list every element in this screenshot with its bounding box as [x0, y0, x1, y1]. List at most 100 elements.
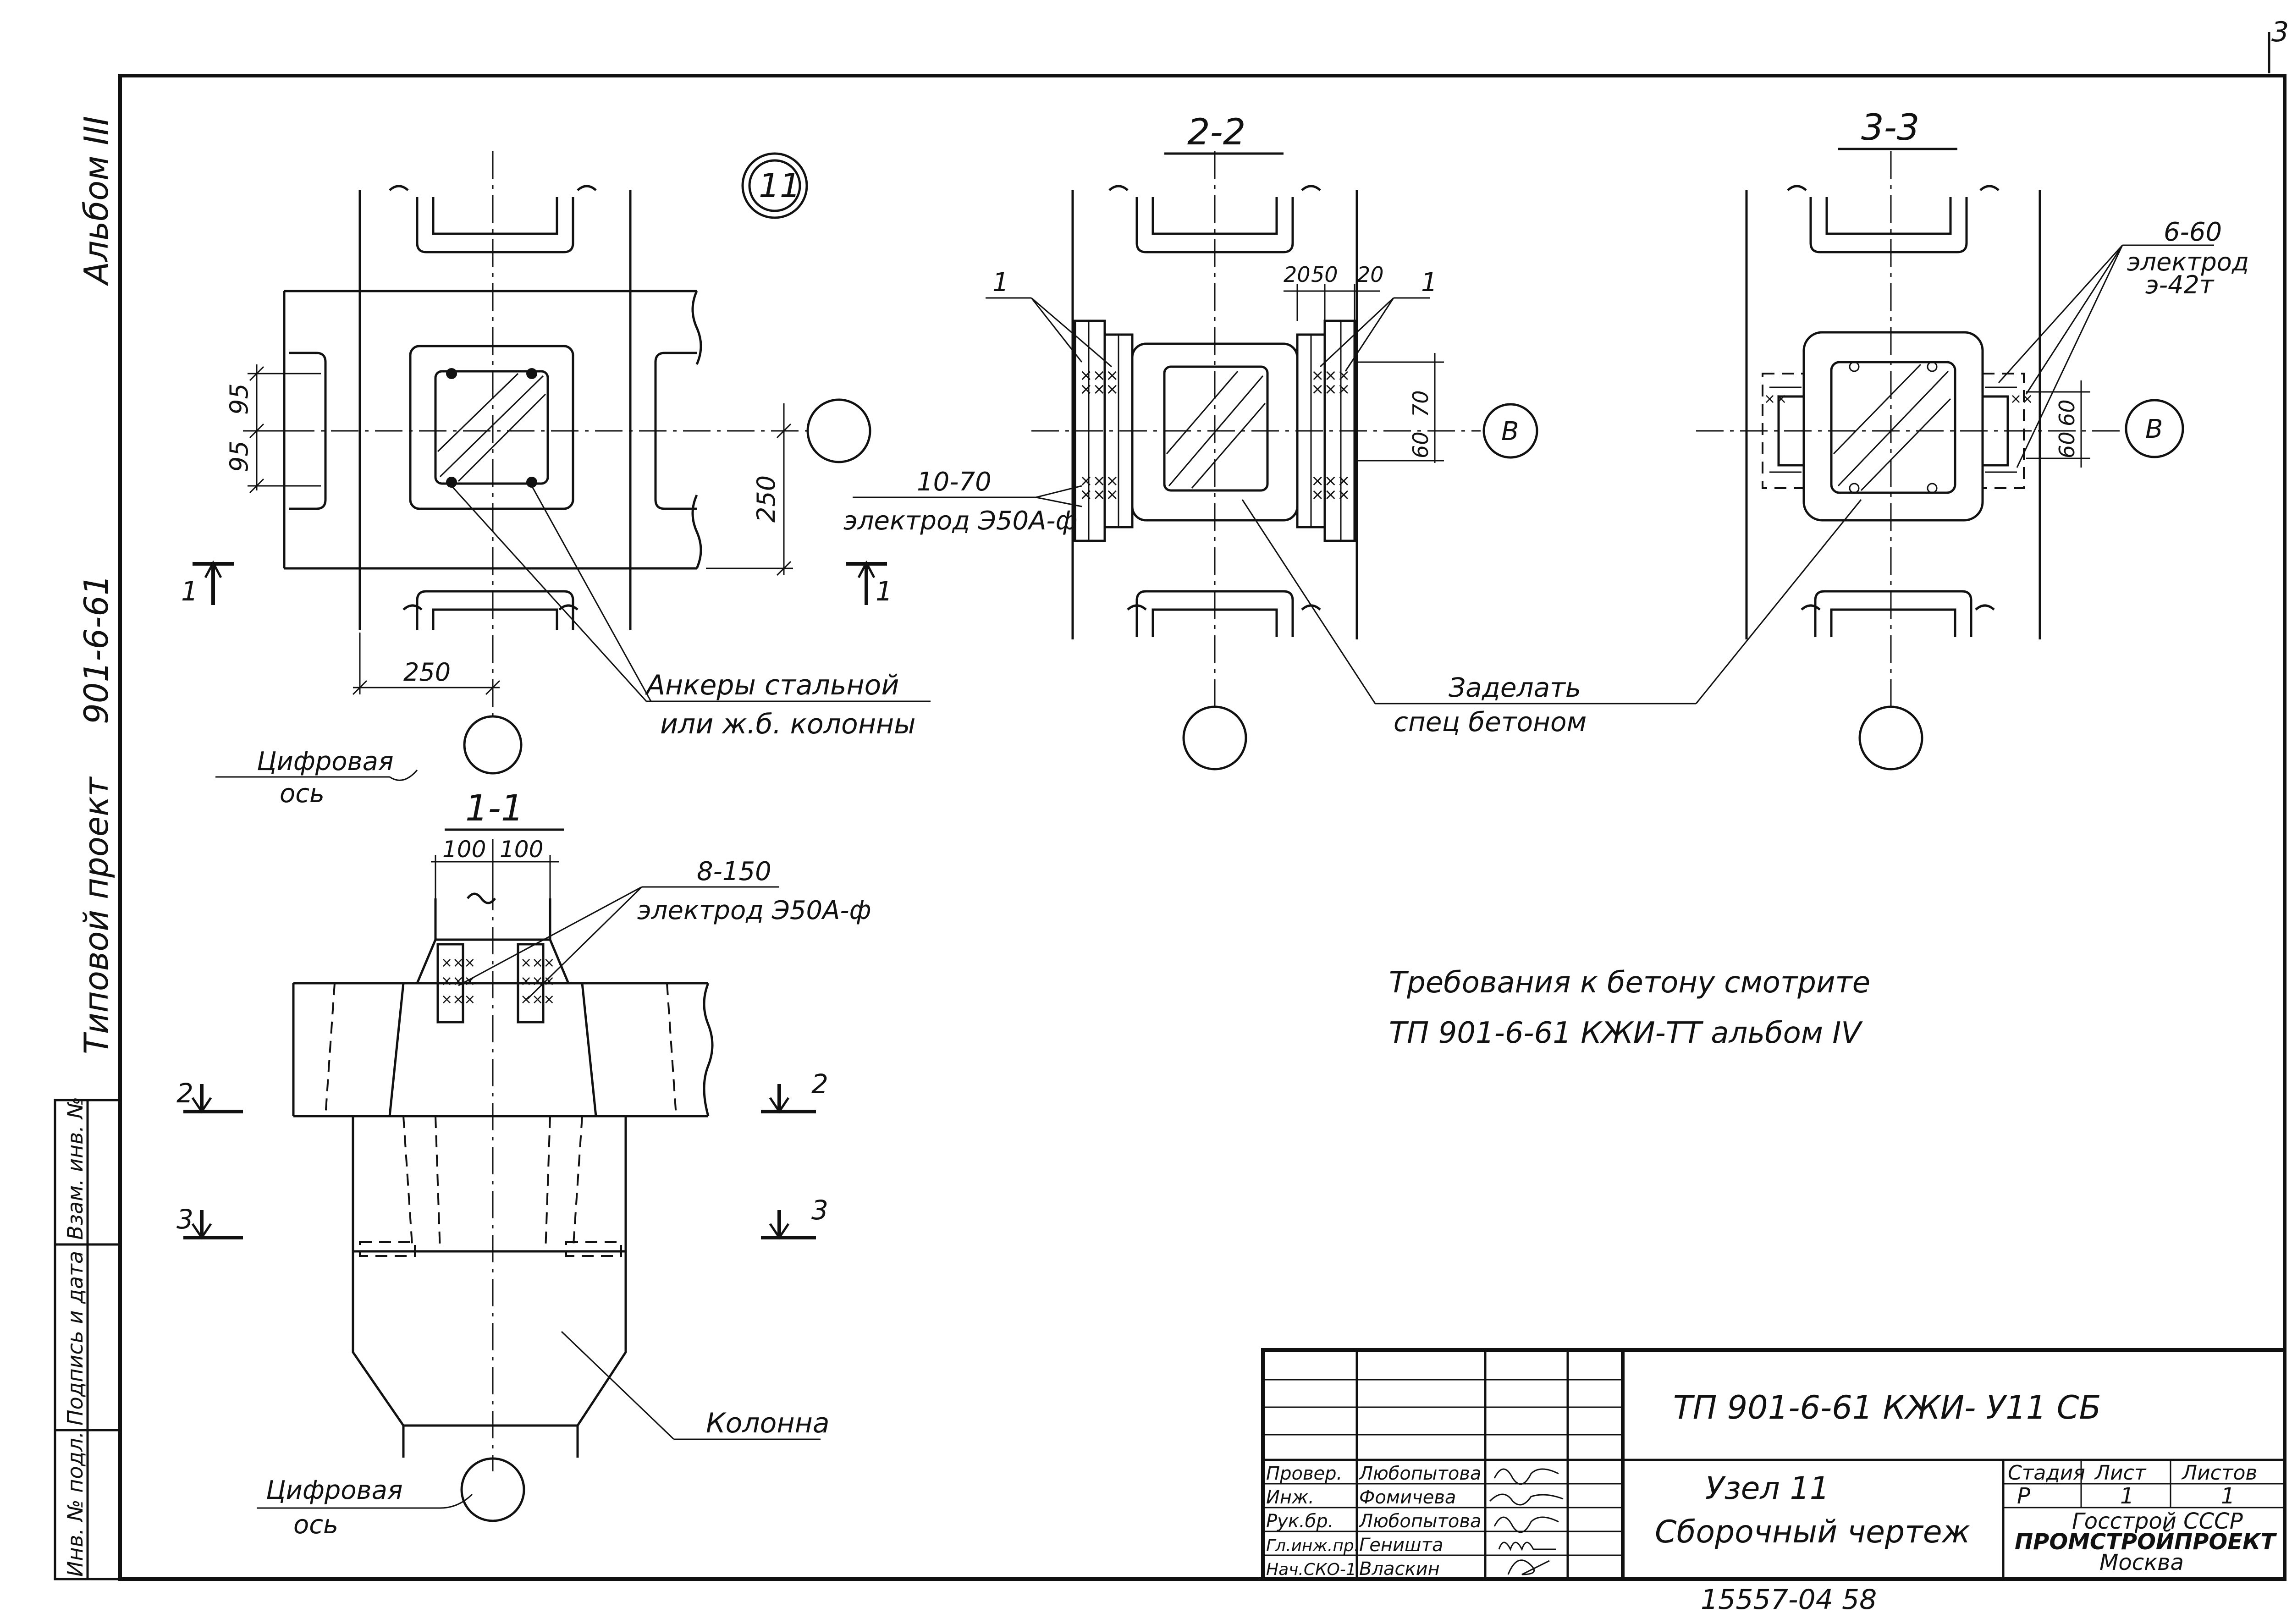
- s22-leader-1b: 1: [1421, 268, 1438, 297]
- tb-name-2: Любопытова: [1358, 1511, 1481, 1532]
- section-3-3: 3-3 ×× ×× В: [1696, 107, 2249, 771]
- s33-weld-6-60: 6-60: [2164, 217, 2222, 247]
- tb-name-3: Геништа: [1359, 1535, 1443, 1556]
- tb-org-1: Госстрой СССР: [2072, 1508, 2243, 1534]
- s11-cut3-left: 3: [176, 1204, 193, 1235]
- tb-name-4: Власкин: [1359, 1558, 1440, 1580]
- anchors-label-2: или ж.б. колонны: [660, 708, 916, 740]
- s22-axis-b: В: [1501, 417, 1519, 446]
- tb-role-1: Инж.: [1266, 1487, 1314, 1508]
- s11-cut2-right: 2: [811, 1068, 828, 1100]
- s22-dim-50: 50: [1311, 262, 1338, 287]
- tb-title-1: Узел 11: [1705, 1470, 1829, 1507]
- s22-dim-70: 70: [1408, 390, 1433, 417]
- tb-role-4: Нач.СКО-1: [1266, 1560, 1356, 1579]
- tb-title-2: Сборочный чертеж: [1655, 1514, 1970, 1550]
- s33-electrode-label: электрод: [2127, 248, 2249, 276]
- plan-cut-right: 1: [876, 576, 893, 607]
- fill-concrete-label-1: Заделать: [1449, 672, 1581, 703]
- tb-signatures: [1489, 1468, 1564, 1575]
- s22-dim-60: 60: [1408, 431, 1433, 458]
- side-labels: Альбом III 901-6-61 Типовой проект: [77, 116, 116, 1054]
- plan-dim-250-v: 250: [752, 475, 781, 523]
- s33-dim-60a: 60: [2055, 399, 2079, 426]
- project-kind-side: Типовой проект: [77, 776, 116, 1054]
- s11-electrode: электрод Э50А-ф: [637, 896, 871, 925]
- tb-name-0: Любопытова: [1358, 1463, 1481, 1484]
- svg-text:×××: ×××: [520, 955, 555, 971]
- tb-role-0: Провер.: [1266, 1463, 1342, 1484]
- tb-org-2: ПРОМСТРОЙПРОЕКТ: [2015, 1529, 2277, 1555]
- s33-axis-b: В: [2145, 414, 2163, 444]
- s11-dim-100a: 100: [442, 836, 486, 863]
- tb-role-2: Рук.бр.: [1266, 1511, 1333, 1532]
- svg-text:×××: ×××: [520, 991, 555, 1007]
- tb-sheet: 1: [2120, 1483, 2134, 1509]
- svg-text:×××: ×××: [441, 973, 475, 989]
- svg-text:×××: ×××: [1311, 472, 1350, 490]
- project-code-side: 901-6-61: [77, 574, 116, 724]
- tb-sheet-h: Лист: [2094, 1461, 2147, 1485]
- fill-concrete-label-2: спец бетоном: [1394, 706, 1587, 738]
- s11-dim-100b: 100: [500, 836, 543, 863]
- s11-cut2-left: 2: [176, 1078, 193, 1109]
- tb-sheets-h: Листов: [2181, 1461, 2257, 1485]
- sheet-frame: [118, 74, 2286, 1581]
- s11-cut3-right: 3: [811, 1195, 828, 1226]
- tb-org-3: Москва: [2099, 1550, 2184, 1575]
- s11-axis-label-2: ось: [293, 1510, 338, 1540]
- section-2-2: 2-2 ××× ××× ××× ××× ××× ××× ××× ×××: [843, 112, 1862, 771]
- svg-text:×××: ×××: [520, 973, 555, 989]
- tb-sheets: 1: [2221, 1483, 2235, 1509]
- s22-dim-20b: 20: [1357, 262, 1384, 287]
- plan-cut-left: 1: [181, 576, 198, 607]
- section-2-2-title: 2-2: [1187, 112, 1245, 153]
- s11-axis-label-1: Цифровая: [266, 1475, 403, 1505]
- svg-text:×××: ×××: [441, 955, 475, 971]
- strip-sign-date: Подпись и дата: [63, 1251, 88, 1426]
- tb-stage: Р: [2017, 1483, 2030, 1509]
- s22-leader-1a: 1: [992, 268, 1009, 297]
- title-block: ТП 901-6-61 КЖИ- У11 СБ Узел 11 Сборочны…: [1261, 1348, 2286, 1581]
- svg-text:×××: ×××: [1080, 472, 1118, 490]
- tb-doc-code: ТП 901-6-61 КЖИ- У11 СБ: [1673, 1389, 2101, 1426]
- bottom-archive-number: 15557-04 58: [1701, 1584, 1877, 1616]
- strip-inv-podl: Инв. № подл.: [63, 1431, 88, 1577]
- anchors-label-1: Анкеры стальной: [645, 669, 899, 701]
- section-3-3-title: 3-3: [1861, 107, 1919, 149]
- svg-text:×××: ×××: [1311, 380, 1350, 398]
- plan-dim-95-bot: 95: [225, 440, 253, 472]
- album-label: Альбом III: [77, 116, 116, 286]
- svg-text:×××: ×××: [1080, 485, 1118, 504]
- s22-weld-10-70: 10-70: [917, 467, 992, 497]
- left-stamp-strip: Инв. № подл. Подпись и дата Взам. инв. №: [54, 1097, 121, 1580]
- tb-stage-h: Стадия: [2008, 1461, 2085, 1485]
- plan-axis-label-2: ось: [280, 779, 325, 809]
- strip-vzam-inv: Взам. инв. №: [63, 1097, 88, 1240]
- svg-text:11: 11: [759, 166, 801, 205]
- svg-text:×××: ×××: [1311, 366, 1350, 385]
- column-label: Колонна: [706, 1407, 830, 1439]
- s33-electrode-type: э-42т: [2145, 270, 2215, 299]
- svg-text:×××: ×××: [1311, 485, 1350, 504]
- svg-text:×××: ×××: [441, 991, 475, 1007]
- svg-text:×××: ×××: [1080, 366, 1118, 385]
- node-number-circle: 11: [741, 152, 808, 219]
- margin-page-number: 3: [2271, 16, 2289, 48]
- s33-dim-60b: 60: [2055, 431, 2079, 458]
- note-line-2: ТП 901-6-61 КЖИ-ТТ альбом IV: [1389, 1016, 1863, 1050]
- svg-text:××: ××: [1764, 391, 1787, 407]
- plan-dim-95-top: 95: [225, 383, 253, 415]
- plan-view: 95 95 250 250 1 1 Анкеры стальной или ж.…: [181, 151, 931, 809]
- section-1-1: 1-1 100 100 ××× ××× ××× ××× ××× ×××: [176, 788, 871, 1540]
- tb-people: Провер. Любопытова Инж. Фомичева Рук.бр.…: [1266, 1463, 1481, 1580]
- svg-text:××: ××: [2010, 391, 2033, 407]
- concrete-note: Требования к бетону смотрите ТП 901-6-61…: [1389, 966, 1870, 1050]
- note-line-1: Требования к бетону смотрите: [1389, 966, 1870, 1000]
- s11-weld-8-150: 8-150: [697, 857, 771, 886]
- tb-role-3: Гл.инж.пр.: [1266, 1536, 1359, 1555]
- plan-dim-250-h: 250: [403, 658, 451, 687]
- s22-electrode: электрод Э50А-ф: [843, 506, 1078, 536]
- s22-dim-20a: 20: [1284, 262, 1311, 287]
- svg-text:×××: ×××: [1080, 380, 1118, 398]
